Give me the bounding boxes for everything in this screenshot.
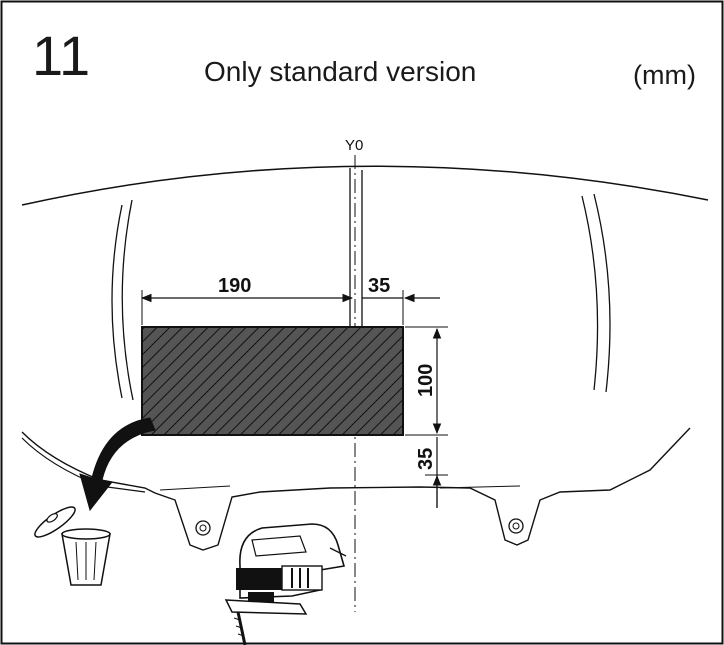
bumper-side-left-outer	[111, 204, 123, 399]
dim-label-190: 190	[218, 275, 251, 297]
cutout-area	[141, 326, 404, 436]
mount-hole-left	[195, 520, 211, 536]
center-axis-label: Y0	[345, 137, 363, 154]
mount-hole-right-inner	[512, 522, 520, 530]
bumper-side-right-outer	[593, 193, 611, 393]
mount-hole-left-inner	[199, 524, 207, 532]
jigsaw-icon	[224, 523, 347, 645]
unit-label: (mm)	[633, 60, 696, 90]
dim-label-35-horizontal: 35	[368, 275, 390, 297]
bumper-top-contour	[21, 165, 709, 206]
dim-label-100: 100	[415, 364, 437, 397]
mount-hole-right	[508, 518, 524, 534]
instruction-title: Only standard version	[204, 56, 477, 87]
bumper-lower-detail-line	[159, 485, 231, 491]
bumper-lower-detail-line-right	[439, 485, 521, 489]
bumper-side-left-inner	[121, 199, 134, 401]
discard-arrow	[79, 417, 156, 512]
bumper-lower-contour	[21, 427, 691, 551]
waste-bin-icon	[34, 506, 111, 586]
bumper-side-right-inner	[581, 195, 599, 391]
step-number: 11	[32, 24, 91, 87]
dim-label-35-vertical: 35	[415, 448, 437, 470]
